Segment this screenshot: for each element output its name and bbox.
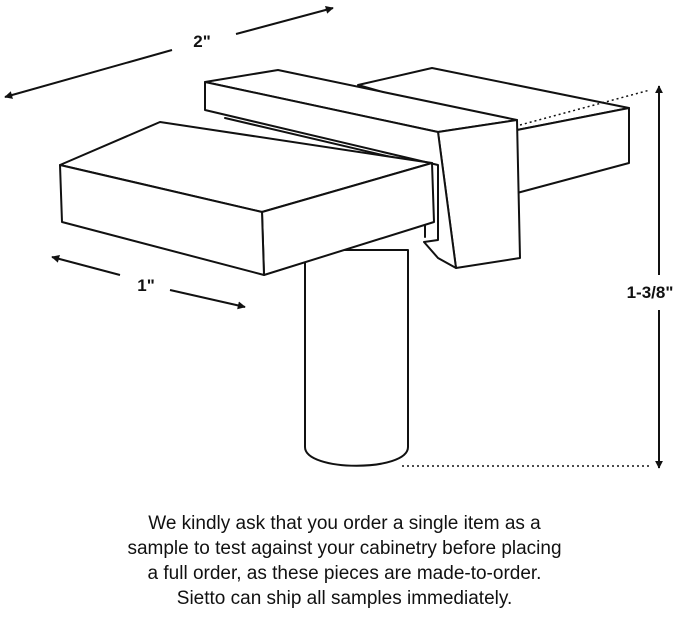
order-note: We kindly ask that you order a single it…	[40, 511, 649, 611]
left-bar	[59, 121, 435, 276]
width-label: 2"	[193, 32, 211, 51]
width-arrow-right	[235, 6, 334, 35]
order-note-line: a full order, as these pieces are made-t…	[147, 563, 542, 584]
depth-arrow-right	[169, 289, 246, 310]
order-note-line: sample to test against your cabinetry be…	[127, 538, 562, 559]
width-arrow-left	[4, 49, 173, 99]
dimension-depth: 1"	[51, 254, 246, 310]
dimension-width: 2"	[4, 6, 334, 99]
depth-arrow-left	[51, 254, 121, 276]
height-label: 1-3/8"	[627, 283, 674, 302]
dimension-height: 1-3/8"	[402, 85, 674, 469]
order-note-line: Sietto can ship all samples immediately.	[176, 588, 513, 609]
cylinder-post	[304, 249, 409, 467]
depth-label: 1"	[137, 276, 155, 295]
order-note-line: We kindly ask that you order a single it…	[148, 513, 541, 534]
